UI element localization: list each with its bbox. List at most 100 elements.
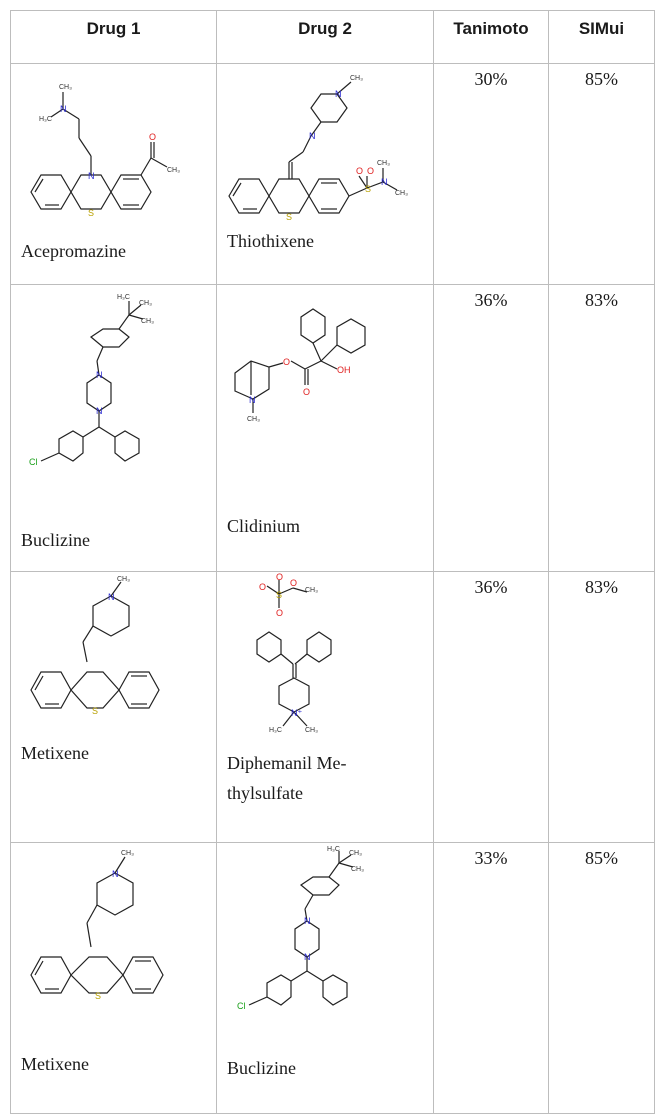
svg-text:S: S [92, 706, 98, 716]
drug2-name-line1: Diphemanil Me- [227, 753, 347, 773]
drug2-cell: S N N S O O N CH₃ CH₃ CH₃ Thiothixene [216, 63, 434, 285]
diphemanil-methylsulfate-structure: O S O O O CH₃ [217, 572, 434, 742]
svg-text:Cl: Cl [29, 457, 38, 467]
svg-text:CH₃: CH₃ [141, 318, 154, 325]
svg-text:Cl: Cl [237, 1001, 246, 1011]
tanimoto-cell: 36% [433, 284, 549, 572]
clidinium-structure: O O OH N CH₃ [217, 285, 434, 521]
svg-text:N: N [335, 89, 342, 99]
svg-text:H₃C: H₃C [39, 116, 52, 123]
header-tanimoto: Tanimoto [433, 10, 549, 64]
svg-text:N: N [96, 406, 103, 416]
drug2-cell: O O OH N CH₃ Clidinium [216, 284, 434, 572]
drug1-cell: N S CH₃ Metixene [10, 842, 217, 1114]
buclizine-structure: N N Cl H₃C CH₃ CH₃ [217, 843, 434, 1043]
svg-text:S: S [365, 184, 371, 194]
drug2-cell: N N Cl H₃C CH₃ CH₃ Buclizine [216, 842, 434, 1114]
table-row: N S CH₃ Metixene [10, 842, 655, 1114]
svg-text:CH₃: CH₃ [117, 576, 130, 583]
drug1-name: Buclizine [21, 530, 90, 550]
table-row: N N Cl H₃C CH₃ CH₃ Buclizine [10, 284, 655, 572]
header-drug2: Drug 2 [216, 10, 434, 64]
svg-text:O: O [356, 166, 363, 176]
svg-text:CH₃: CH₃ [349, 850, 362, 857]
svg-text:OH: OH [337, 365, 351, 375]
tanimoto-cell: 36% [433, 571, 549, 843]
svg-text:O: O [276, 572, 283, 582]
svg-text:CH₃: CH₃ [247, 416, 260, 423]
tanimoto-value: 36% [474, 290, 508, 310]
svg-text:O: O [276, 608, 283, 618]
table-row: N S CH₃ Metixene [10, 571, 655, 843]
svg-text:S: S [95, 991, 101, 1001]
svg-text:H₃C: H₃C [117, 294, 130, 301]
svg-text:CH₃: CH₃ [395, 190, 408, 197]
drug-similarity-table: Drug 1 Drug 2 Tanimoto SIMui [10, 10, 655, 1114]
svg-text:N: N [60, 104, 67, 114]
simui-value: 83% [585, 577, 618, 597]
svg-text:CH₃: CH₃ [59, 84, 72, 91]
simui-value: 83% [585, 290, 618, 310]
simui-cell: 83% [548, 571, 655, 843]
drug2-name: Buclizine [227, 1058, 296, 1078]
drug1-name: Acepromazine [21, 241, 126, 261]
drug2-name: Clidinium [227, 516, 301, 536]
svg-text:N: N [112, 869, 119, 879]
drug1-cell: N S N O H₃C CH₃ CH₃ Acepromazine [10, 63, 217, 285]
drug1-cell: N N Cl H₃C CH₃ CH₃ Buclizine [10, 284, 217, 572]
acepromazine-structure: N S N O H₃C CH₃ CH₃ [11, 64, 217, 234]
svg-text:O: O [290, 578, 297, 588]
svg-text:CH₃: CH₃ [139, 300, 152, 307]
svg-text:O: O [303, 387, 310, 397]
svg-text:S: S [88, 208, 94, 218]
svg-text:N: N [381, 177, 388, 187]
tanimoto-cell: 30% [433, 63, 549, 285]
drug1-name: Metixene [21, 743, 89, 763]
header-drug1: Drug 1 [10, 10, 217, 64]
metixene-structure: N S CH₃ [11, 843, 217, 1043]
drug2-cell: O S O O O CH₃ [216, 571, 434, 843]
svg-text:H₃C: H₃C [269, 727, 282, 734]
svg-text:N: N [249, 395, 256, 405]
drug1-cell: N S CH₃ Metixene [10, 571, 217, 843]
thiothixene-structure: S N N S O O N CH₃ CH₃ CH₃ [217, 64, 434, 234]
simui-value: 85% [585, 848, 618, 868]
svg-text:O: O [283, 357, 290, 367]
svg-text:S: S [286, 212, 292, 222]
svg-text:O: O [259, 582, 266, 592]
svg-text:CH₃: CH₃ [350, 75, 363, 82]
svg-text:S: S [276, 590, 282, 600]
drug2-name-line2: thylsulfate [227, 783, 303, 803]
svg-text:N: N [304, 916, 311, 926]
header-row: Drug 1 Drug 2 Tanimoto SIMui [10, 10, 655, 64]
svg-text:N: N [108, 592, 115, 602]
svg-text:N: N [88, 171, 95, 181]
drug2-name: Thiothixene [227, 231, 314, 251]
svg-text:N⁺: N⁺ [291, 708, 302, 718]
simui-cell: 85% [548, 63, 655, 285]
svg-text:N: N [304, 952, 311, 962]
svg-text:CH₃: CH₃ [167, 167, 180, 174]
header-simui: SIMui [548, 10, 655, 64]
tanimoto-value: 36% [474, 577, 508, 597]
svg-text:H₃C: H₃C [327, 846, 340, 853]
buclizine-structure: N N Cl H₃C CH₃ CH₃ [11, 285, 217, 521]
simui-cell: 83% [548, 284, 655, 572]
tanimoto-cell: 33% [433, 842, 549, 1114]
svg-text:CH₃: CH₃ [121, 850, 134, 857]
drug1-name: Metixene [21, 1054, 89, 1074]
tanimoto-value: 30% [474, 69, 508, 89]
svg-text:CH₃: CH₃ [305, 587, 318, 594]
simui-cell: 85% [548, 842, 655, 1114]
table-row: N S N O H₃C CH₃ CH₃ Acepromazine [10, 63, 655, 285]
svg-text:N: N [96, 370, 103, 380]
svg-text:CH₃: CH₃ [305, 727, 318, 734]
tanimoto-value: 33% [474, 848, 508, 868]
svg-text:CH₃: CH₃ [351, 866, 364, 873]
metixene-structure: N S CH₃ [11, 572, 217, 742]
svg-text:N: N [309, 131, 316, 141]
svg-text:O: O [149, 132, 156, 142]
simui-value: 85% [585, 69, 618, 89]
svg-text:O: O [367, 166, 374, 176]
svg-text:CH₃: CH₃ [377, 160, 390, 167]
